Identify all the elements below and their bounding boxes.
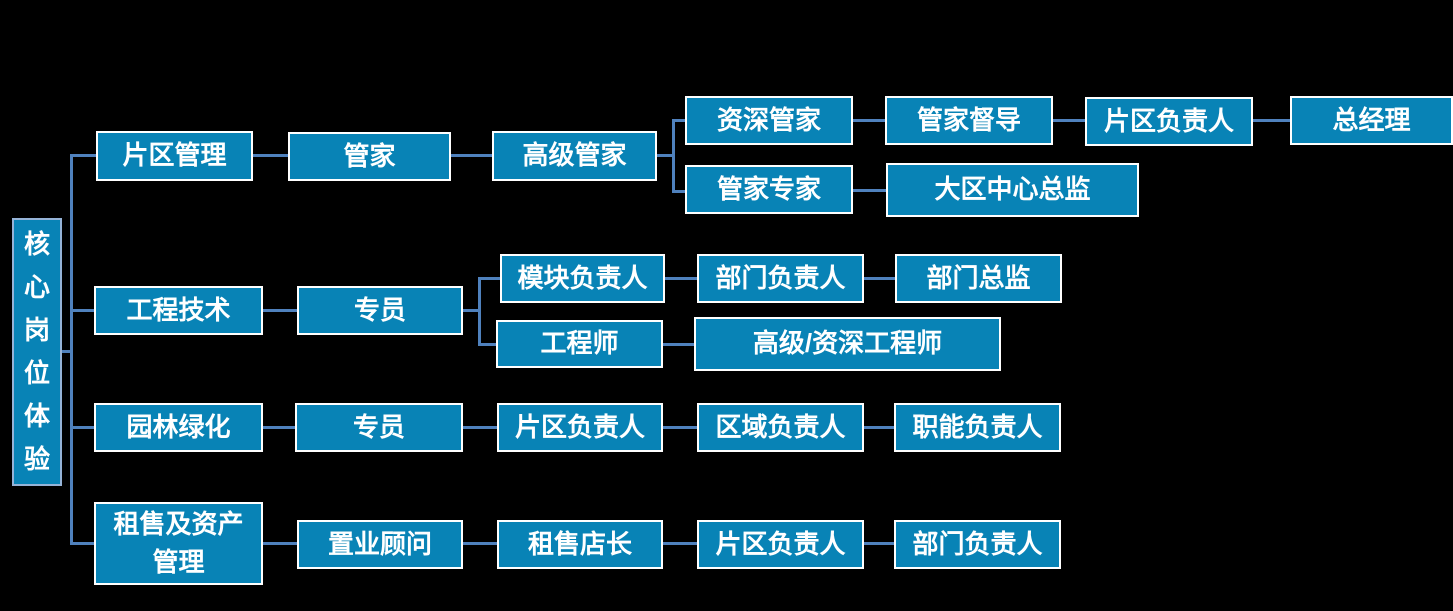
node-r1-butler-supervisor: 管家督导 (885, 96, 1053, 145)
node-r3-specialist: 专员 (295, 403, 463, 452)
connector-line (253, 154, 288, 157)
connector-line (463, 426, 497, 429)
connector-line (478, 343, 496, 346)
node-r2-department-director: 部门总监 (895, 254, 1062, 303)
connector-line (672, 119, 675, 193)
node-r2-specialist: 专员 (297, 286, 463, 335)
node-r2-module-head: 模块负责人 (500, 254, 665, 303)
connector-line (663, 343, 694, 346)
node-r4-leasing-asset-management: 租售及资产管理 (94, 502, 263, 585)
node-r3-function-head: 职能负责人 (894, 403, 1061, 452)
node-r2-senior-engineer: 高级/资深工程师 (694, 317, 1001, 371)
node-r1-general-manager: 总经理 (1290, 96, 1453, 145)
node-r1-area-head: 片区负责人 (1085, 97, 1253, 146)
connector-line (864, 277, 895, 280)
node-r4-leasing-store-manager: 租售店长 (497, 520, 663, 569)
node-r1-area-management: 片区管理 (96, 131, 253, 181)
connector-line (463, 309, 480, 312)
connector-line (665, 277, 697, 280)
connector-line (451, 154, 492, 157)
connector-line (70, 309, 98, 312)
connector-line (853, 189, 886, 192)
connector-line (672, 190, 685, 193)
connector-line (1053, 119, 1085, 122)
node-r1-butler: 管家 (288, 132, 451, 181)
connector-line (672, 119, 685, 122)
node-r4-department-head: 部门负责人 (894, 520, 1061, 569)
connector-line (70, 542, 98, 545)
node-r4-property-consultant: 置业顾问 (297, 520, 463, 569)
node-r3-area-head: 片区负责人 (497, 403, 663, 452)
connector-line (463, 542, 497, 545)
node-r1-veteran-butler: 资深管家 (685, 96, 853, 145)
node-r4-area-head: 片区负责人 (697, 520, 864, 569)
node-root-core-position-experience: 核心岗位体验 (12, 218, 62, 486)
node-r1-regional-center-director: 大区中心总监 (886, 163, 1139, 217)
connector-line (70, 154, 100, 157)
connector-line (663, 426, 697, 429)
connector-line (1253, 119, 1290, 122)
connector-line (60, 350, 73, 353)
connector-line (263, 426, 295, 429)
connector-line (864, 542, 894, 545)
connector-line (263, 309, 297, 312)
connector-line (263, 542, 297, 545)
node-r3-region-head: 区域负责人 (697, 403, 864, 452)
connector-line (478, 277, 500, 280)
node-r2-engineering-technology: 工程技术 (94, 286, 263, 335)
connector-line (853, 119, 885, 122)
node-r1-senior-butler: 高级管家 (492, 131, 657, 181)
node-r1-butler-expert: 管家专家 (685, 165, 853, 214)
connector-line (663, 542, 697, 545)
connector-line (657, 154, 675, 157)
node-r2-department-head: 部门负责人 (697, 254, 864, 303)
connector-line (478, 277, 481, 346)
node-r2-engineer: 工程师 (496, 320, 663, 368)
connector-line (70, 426, 98, 429)
node-r3-landscaping: 园林绿化 (94, 403, 263, 452)
connector-line (70, 154, 73, 545)
connector-line (864, 426, 894, 429)
